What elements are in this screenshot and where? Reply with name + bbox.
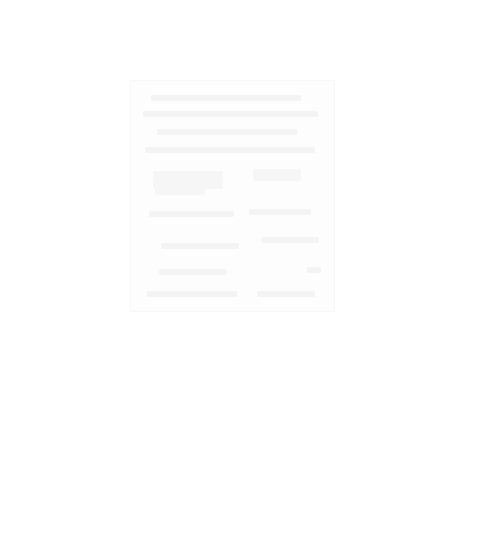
faint-block [155, 187, 205, 195]
faint-line [157, 129, 297, 135]
faint-line [145, 147, 315, 153]
faint-block [153, 171, 223, 189]
faint-line [159, 269, 227, 275]
faint-line [261, 237, 319, 243]
faint-line [307, 267, 321, 273]
faint-line [149, 211, 234, 217]
faint-line [257, 291, 315, 297]
faded-content-panel [130, 80, 335, 312]
faint-line [151, 95, 301, 101]
faint-line [147, 291, 237, 297]
faint-line [143, 111, 318, 117]
faint-block [253, 169, 301, 181]
faint-line [161, 243, 239, 249]
faint-line [249, 209, 311, 215]
